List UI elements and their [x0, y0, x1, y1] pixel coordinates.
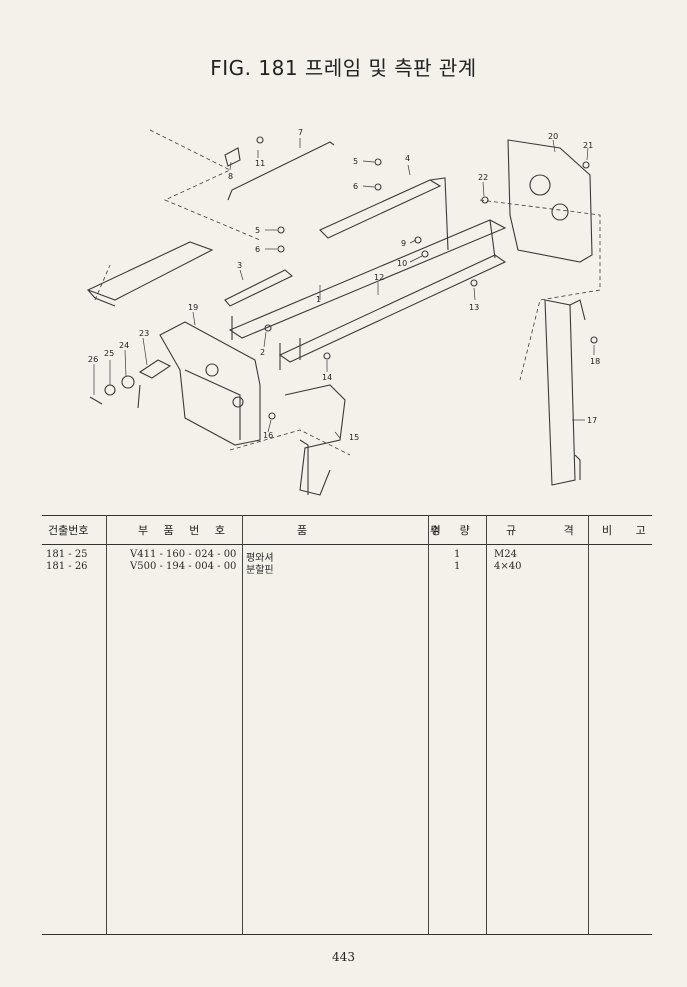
callout-6b: 6 [255, 245, 260, 254]
part-no: V411 - 160 - 024 - 00 [130, 549, 237, 560]
column-divider [428, 515, 429, 935]
callout-26: 26 [88, 355, 98, 364]
callout-16: 16 [263, 431, 273, 440]
part-name: 분할핀 [246, 565, 274, 576]
column-divider [242, 515, 243, 935]
header-quantity: 수 량 [430, 524, 478, 537]
callout-15: 15 [349, 433, 359, 442]
part-name: 평와셔 [246, 553, 274, 564]
callout-22: 22 [478, 173, 488, 182]
table-header: 건출번호 부 품 번 호 품 명 수 량 규 격 비 고 [42, 515, 652, 545]
item-no: 181 - 26 [46, 561, 88, 572]
part-no: V500 - 194 - 004 - 00 [130, 561, 237, 572]
quantity: 1 [454, 549, 461, 560]
callout-24: 24 [119, 341, 129, 350]
header-part-name: 품 명 [297, 524, 501, 537]
callout-25: 25 [104, 349, 114, 358]
callout-23: 23 [139, 329, 149, 338]
header-part-no: 부 품 번 호 [138, 524, 231, 537]
spec: M24 [494, 549, 517, 560]
quantity: 1 [454, 561, 461, 572]
table-bottom-rule [42, 934, 652, 935]
callout-19: 19 [188, 303, 198, 312]
header-spec: 규 격 [506, 524, 596, 537]
callout-1: 1 [316, 295, 321, 304]
header-item-no: 건출번호 [48, 524, 89, 537]
callout-11: 11 [255, 159, 265, 168]
parts-table: 건출번호 부 품 번 호 품 명 수 량 규 격 비 고 181 - 25 V4… [42, 515, 652, 935]
callout-12: 13 [469, 303, 479, 312]
callout-8: 8 [228, 172, 233, 181]
figure-title: FIG. 181 프레임 및 측판 관계 [210, 56, 477, 80]
callout-5b: 5 [255, 226, 260, 235]
callout-13: 12 [374, 273, 384, 282]
page-number: 443 [332, 950, 355, 964]
callout-17: 17 [587, 416, 597, 425]
column-divider [486, 515, 487, 935]
table-row: 181 - 26 V500 - 194 - 004 - 00 분할핀 1 4×4… [42, 561, 652, 576]
callout-14: 14 [322, 373, 332, 382]
callout-10: 10 [397, 259, 407, 268]
header-remarks: 비 고 [602, 524, 656, 537]
callout-7: 7 [298, 128, 303, 137]
callout-4: 4 [405, 154, 410, 163]
callout-20: 20 [548, 132, 558, 141]
callout-3: 3 [237, 261, 242, 270]
spec: 4×40 [494, 561, 522, 572]
callout-6a: 6 [353, 182, 358, 191]
column-divider [588, 515, 589, 935]
callout-5a: 5 [353, 157, 358, 166]
item-no: 181 - 25 [46, 549, 88, 560]
callout-9: 9 [401, 239, 406, 248]
column-divider [106, 515, 107, 935]
callout-2: 2 [260, 348, 265, 357]
table-row: 181 - 25 V411 - 160 - 024 - 00 평와셔 1 M24 [42, 549, 652, 564]
callout-18: 18 [590, 357, 600, 366]
callout-numbers: 7 11 8 5 6 4 5 6 3 1 12 9 10 13 22 20 21… [88, 128, 600, 442]
exploded-parts-diagram: 7 11 8 5 6 4 5 6 3 1 12 9 10 13 22 20 21… [86, 128, 601, 496]
callout-21: 21 [583, 141, 593, 150]
